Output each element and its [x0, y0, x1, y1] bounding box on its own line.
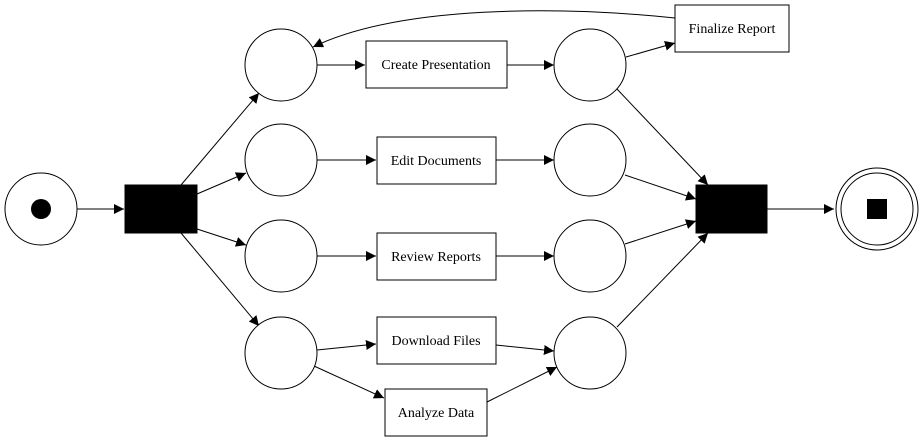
arc-place-5-to-join: [616, 88, 709, 186]
arc-analyze-data-to-place-8: [486, 366, 558, 403]
arc-split-to-place-4: [180, 232, 260, 327]
split-transition: [124, 184, 198, 234]
arc-place-8-to-join: [616, 232, 709, 328]
transition-edit-documents-label: Edit Documents: [391, 154, 482, 169]
end-token: [867, 199, 887, 219]
places: [4, 28, 919, 390]
place-4: [244, 316, 318, 390]
arc-split-to-place-2: [196, 172, 247, 195]
transition-analyze-data-box: [384, 388, 488, 437]
transition-review-reports-label: Review Reports: [391, 250, 481, 265]
join-transition: [695, 184, 768, 234]
transition-analyze-data-label: Analyze Data: [398, 406, 475, 421]
transition-analyze-data: Analyze Data: [384, 388, 488, 437]
place-5: [553, 28, 627, 102]
transition-review-reports-box: [376, 232, 497, 281]
transition-create-presentation-label: Create Presentation: [381, 58, 490, 73]
arc-place-4-to-download-files: [316, 340, 377, 351]
transition-edit-documents-box: [376, 136, 497, 185]
transition-finalize-report-label: Finalize Report: [689, 22, 776, 37]
arc-download-files-to-place-8: [495, 344, 555, 355]
arc-place-6-to-join: [624, 174, 697, 201]
transition-finalize-report-box: [674, 4, 790, 53]
transition-create-presentation-box: [365, 40, 508, 89]
transition-review-reports: Review Reports: [376, 232, 497, 281]
arc-finalize-report-to-place-1: [312, 10, 676, 48]
labeled-transitions: Create Presentation Edit Documents Revie…: [365, 4, 790, 437]
arcs: [77, 10, 834, 403]
transition-download-files: Download Files: [376, 316, 497, 365]
place-1: [244, 28, 318, 102]
transition-download-files-box: [376, 316, 497, 365]
place-2: [244, 123, 318, 197]
transition-create-presentation: Create Presentation: [365, 40, 508, 89]
arc-split-to-place-3: [196, 228, 247, 247]
arc-place-5-to-finalize-report: [625, 40, 676, 58]
silent-transitions: [124, 184, 768, 234]
place-6: [553, 123, 627, 197]
place-8: [553, 316, 627, 390]
place-3: [244, 219, 318, 293]
arc-place-7-to-join: [624, 219, 697, 245]
transition-finalize-report: Finalize Report: [674, 4, 790, 53]
arc-place-4-to-analyze-data: [313, 365, 385, 399]
arc-split-to-place-1: [180, 92, 260, 186]
transition-download-files-label: Download Files: [391, 334, 480, 349]
transition-edit-documents: Edit Documents: [376, 136, 497, 185]
start-token: [31, 199, 51, 219]
place-7: [553, 219, 627, 293]
